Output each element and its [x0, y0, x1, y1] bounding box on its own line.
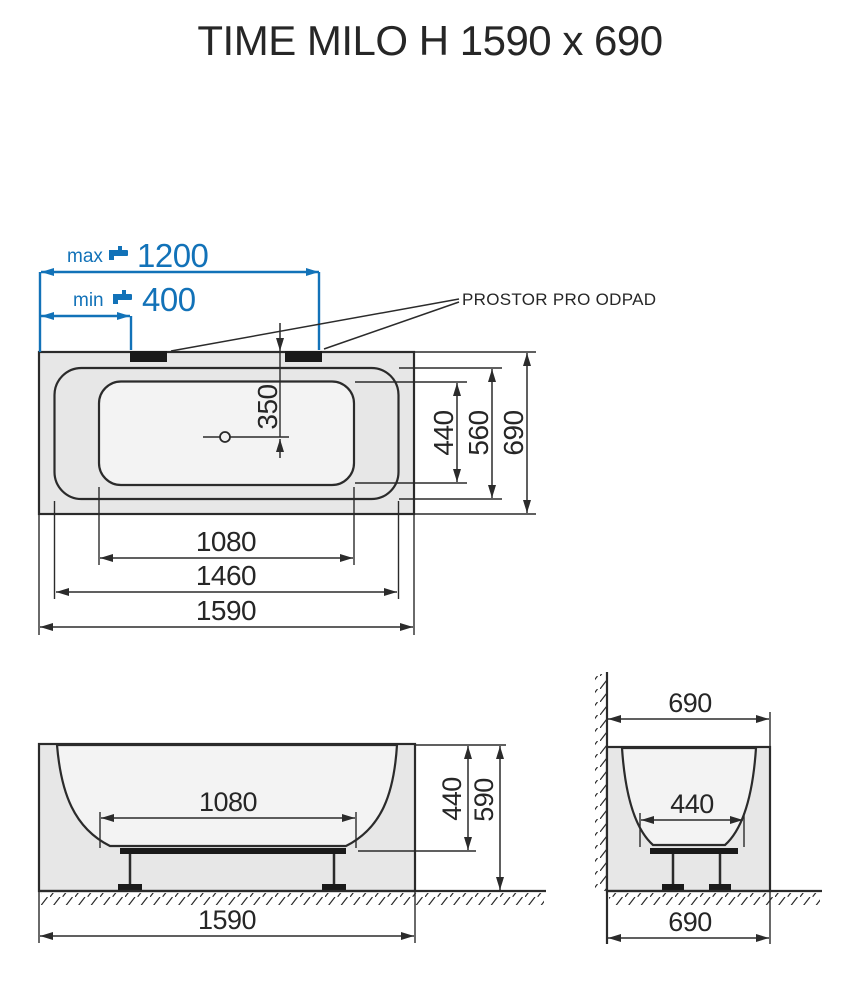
- leader-line: [323, 301, 460, 350]
- dim-label-1080: 1080: [196, 526, 256, 557]
- drain-space-callout: PROSTOR PRO ODPAD: [170, 290, 656, 352]
- side-view: 690 440 690: [595, 672, 822, 944]
- ground-hatching: [41, 893, 544, 905]
- drain-space-left: [130, 351, 167, 362]
- dim-label-1080: 1080: [199, 787, 257, 817]
- dimension-350: 350: [252, 323, 284, 458]
- foot: [662, 884, 684, 890]
- max-value: 1200: [137, 237, 209, 274]
- faucet-icon: [109, 246, 128, 260]
- faucet-icon: [113, 290, 132, 304]
- dim-label-440: 440: [670, 789, 714, 819]
- leader-line: [170, 298, 460, 352]
- dim-label-440: 440: [437, 777, 467, 821]
- foot: [322, 884, 346, 890]
- dim-label-690-top: 690: [668, 688, 712, 718]
- top-view: max 1200 min 400 PROSTOR PRO ODPAD: [37, 237, 656, 635]
- top-view-width-dimensions: 1080 1460 1590: [38, 487, 415, 635]
- dim-label-690: 690: [498, 410, 529, 455]
- drain-hole: [219, 431, 231, 443]
- tub-rim: [53, 366, 400, 501]
- front-view: 1080 440 590 1590: [37, 742, 546, 943]
- ground-hatching: [609, 893, 820, 905]
- foot: [118, 884, 142, 890]
- top-view-depth-dimensions: 440 560 690: [355, 351, 536, 515]
- side-view-dimensions: 690 440 690: [608, 688, 771, 944]
- drain-space-right: [285, 351, 322, 362]
- base-plate: [650, 848, 738, 854]
- dim-label-690-bottom: 690: [668, 907, 712, 937]
- drain-space-label: PROSTOR PRO ODPAD: [462, 290, 656, 309]
- dim-label-560: 560: [463, 410, 494, 455]
- dim-label-440: 440: [428, 410, 459, 455]
- faucet-position-dimensions: max 1200 min 400: [38, 237, 321, 352]
- page-title: TIME MILO H 1590 x 690: [197, 17, 662, 64]
- dim-label-1590: 1590: [198, 905, 256, 935]
- foot: [709, 884, 731, 890]
- dim-label-590: 590: [469, 778, 499, 822]
- min-value: 400: [142, 281, 196, 318]
- dim-label-350: 350: [252, 384, 283, 429]
- wall-hatching: [595, 674, 607, 891]
- base-plate: [120, 848, 346, 854]
- dim-label-1590: 1590: [196, 595, 256, 626]
- front-view-dimensions: 1080 440 590 1590: [38, 744, 506, 943]
- max-label: max: [67, 246, 103, 267]
- dim-label-1460: 1460: [196, 560, 256, 591]
- min-label: min: [73, 290, 104, 311]
